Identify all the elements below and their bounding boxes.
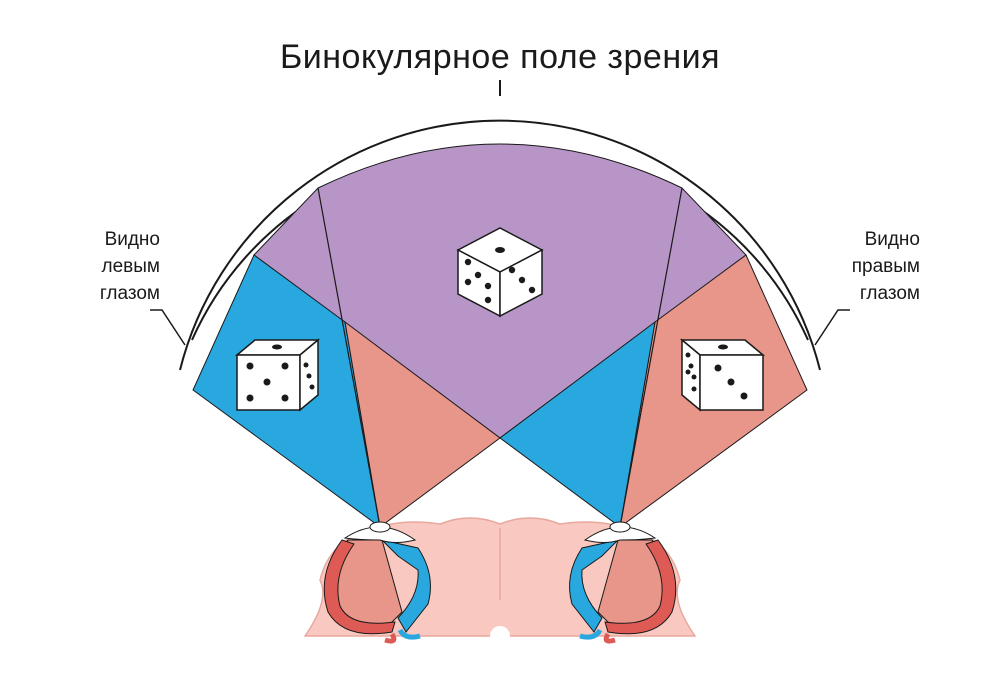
left-eye-icon [323, 521, 431, 644]
die-icon [234, 338, 321, 412]
left-eye-label-line: глазом [99, 283, 160, 304]
binocular-arc [179, 119, 821, 371]
die-icon [456, 227, 544, 318]
diagram-title: Бинокулярное поле зрения [279, 38, 721, 76]
right-eye-label-line: глазом [859, 283, 920, 304]
left-eye-nasal-field [344, 320, 501, 528]
right-eye-label: Видно правым глазом [840, 226, 920, 307]
right-eye-label-line: Видно [864, 229, 920, 250]
left-eye-ray [317, 187, 381, 528]
right-eye-nasal-field [499, 320, 656, 528]
die-icon [679, 338, 766, 412]
left-label-leader [150, 309, 186, 346]
brain-notch [490, 626, 510, 646]
right-eye-label-line: правым [851, 256, 920, 277]
right-label-leader [814, 309, 850, 346]
left-eye-label-line: левым [101, 256, 160, 277]
right-eye-ray [619, 187, 683, 528]
right-eye-icon [569, 521, 677, 644]
left-eye-label: Видно левым глазом [60, 226, 160, 307]
left-eye-label-line: Видно [104, 229, 160, 250]
